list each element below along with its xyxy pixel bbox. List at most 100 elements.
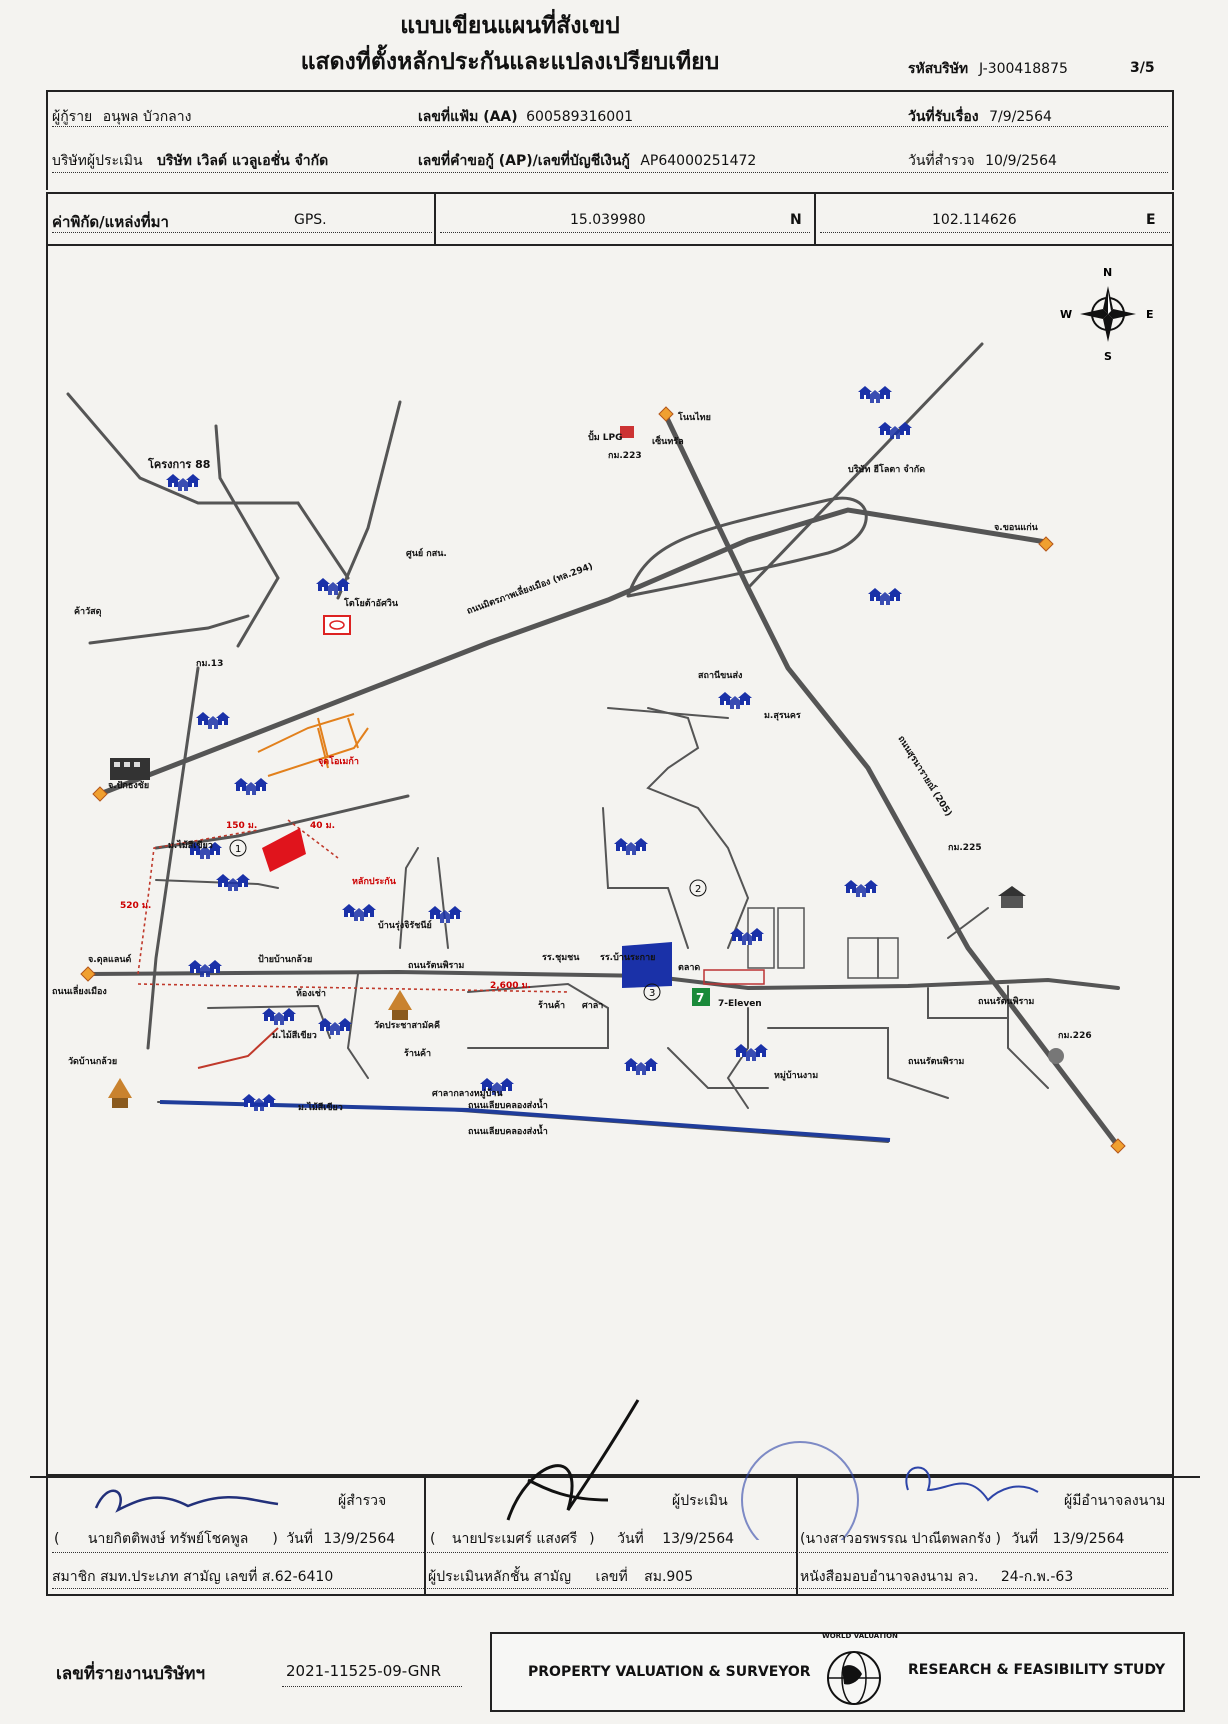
received-label: วันที่รับเรื่อง [908,109,979,125]
road-int-14 [667,1047,769,1089]
coords-line-2 [440,232,810,233]
road-int-5 [467,982,609,1049]
marker-2: 2 [689,879,707,897]
label-office: บริษัท ฮีโลตา จำกัด [848,463,925,475]
interchange-loop [626,496,868,598]
appraiser-name-row: ( นายประเมศร์ แสงศรี) วันที่ 13/9/2564 [430,1531,735,1547]
appraiser-no-label: เลขที่ [595,1569,628,1585]
label-rubber: ม.สุรนคร [764,711,801,721]
borrower-label: ผู้กู้ราย [52,109,93,125]
company-code: รหัสบริษัท J-300418875 [908,58,1068,80]
page-subtitle: แสดงที่ตั้งหลักประกันและแปลงเปรียบเทียบ [300,49,720,75]
label-mbaan-2: ม.ไม้สีเขียว [272,1029,317,1041]
label-wat-ban: วัดบ้านกล้วย [68,1056,117,1067]
label-sala: ศาลา [582,1001,603,1011]
file-no-label: เลขที่แฟ้ม (AA) [418,109,518,125]
compass-e: E [1146,308,1154,321]
road-nw-4 [296,501,350,580]
surveyor-name: นายกิตติพงษ์ ทรัพย์โชคพูล [87,1531,249,1547]
marker-3: 3 [643,983,661,1001]
appraiser-date-label: วันที่ [617,1531,644,1547]
map: N S W E [52,266,1154,1154]
label-sala-village: ศาลากลางหมู่บ้าน [432,1088,503,1099]
loan-label: เลขที่คำขอกู้ (AP)/เลขที่บัญชีเงินกู้ [418,153,630,169]
label-d40: 40 ม. [310,821,335,831]
svg-text:3: 3 [649,988,655,999]
borrower-row: ผู้กู้ราย อนุพล บัวกลาง [52,106,191,128]
label-mall: เซ็นทรัล [652,434,684,447]
label-toilet: ห้องเช่า [296,988,326,999]
authorized-letter-row: หนังสือมอบอำนาจลงนาม ลว. 24-ก.พ.-63 [800,1566,1073,1588]
surveyor-name-row: ( นายกิตติพงษ์ ทรัพย์โชคพูล) วันที่ 13/9… [54,1531,396,1547]
label-lpg: ปั้ม LPG [588,430,623,443]
label-ban-jasanee: บ้านรุ่งจิรัชนีย์ [378,919,432,931]
label-km225: กม.225 [948,843,982,853]
page-title: แบบเขียนแผนที่สังเขป [400,13,620,39]
svg-text:1: 1 [235,844,241,855]
coords-lon: 102.114626 [932,212,1017,228]
road-int-1 [399,847,419,949]
railway-station [703,969,765,985]
label-km13: กม.13 [196,659,223,669]
appraiser-company-row: บริษัทผู้ประเมิน บริษัท เวิลด์ แวลูเอชั่… [52,150,328,172]
road-west-vertical [146,666,200,1050]
label-rattana-2: ถนนรัตนพิราม [978,996,1034,1007]
appraiser-class: ผู้ประเมินหลักชั้น สามัญ [428,1569,572,1585]
sig-divider-2 [796,1476,798,1596]
appraiser-signature [506,1399,640,1521]
coords-source: GPS. [294,212,327,228]
road-lower-2 [155,879,279,889]
label-shop: ร้านค้า [538,1000,565,1011]
gas-station-icon [620,426,634,438]
road-nw-5 [88,614,250,645]
authorized-letter: หนังสือมอบอำนาจลงนาม ลว. [800,1569,979,1585]
label-lotus: ป้ายบ้านกล้วย [258,954,312,965]
label-study-point: จุดโอเมก้า [318,755,359,767]
coords-label: ค่าพิกัด/แหล่งที่มา [52,213,169,231]
compass-s: S [1104,350,1112,363]
sig-line-1 [52,1552,1168,1553]
coords-divider-1 [434,194,436,244]
footer-right-text: RESEARCH & FEASIBILITY STUDY [908,1662,1166,1678]
surveyor-date-label: วันที่ [286,1531,313,1547]
label-collateral: หลักประกัน [352,876,397,887]
received-row: วันที่รับเรื่อง 7/9/2564 [908,106,1052,128]
report-no: 2021-11525-09-GNR [286,1662,442,1680]
company-code-value: J-300418875 [979,61,1068,77]
appraiser-company-value: บริษัท เวิลด์ แวลูเอชั่น จำกัด [157,153,329,169]
road-int-3 [346,973,369,1079]
label-school-sa: รร.ชุมชน [542,953,580,963]
footer-logo-text: WORLD VALUATION [822,1632,898,1640]
label-canal-2: ถนนเลียบคลองส่งน้ำ [468,1124,548,1137]
footer-left-text: PROPERTY VALUATION & SURVEYOR [528,1664,811,1680]
signature-images [94,1399,1039,1540]
authorized-label: ผู้มีอำนาจลงนาม [1064,1493,1166,1509]
appraiser-date: 13/9/2564 [662,1531,735,1547]
label-hospital-station: สถานีขนส่ง [698,670,742,681]
coords-line-1 [52,232,432,233]
label-km223: กม.223 [608,451,642,461]
road-rattana [86,969,1120,991]
label-rattana-1: ถนนรัตนพิราม [408,960,464,971]
road-int-2 [437,857,449,949]
label-d150: 150 ม. [226,821,257,831]
authorized-signature [905,1466,1039,1502]
coords-lat: 15.039980 [570,212,646,228]
sign-icon [1048,1048,1064,1064]
school-icon [998,886,1026,908]
appraiser-company-label: บริษัทผู้ประเมิน [52,153,143,169]
compass-rose-icon [1080,286,1136,342]
road-int-8 [602,807,689,949]
road-int-11 [1007,985,1049,1089]
seven-eleven-icon: 7 [692,988,710,1006]
survey-value: 10/9/2564 [985,153,1057,169]
loan-row: เลขที่คำขอกู้ (AP)/เลขที่บัญชีเงินกู้ AP… [418,150,756,172]
label-shop-2: ร้านค้า [404,1048,431,1059]
sig-divider-1 [424,1476,426,1596]
authorized-name: (นางสาวอรพรรณ ปาณีตพลกรัง ) [800,1531,1002,1547]
compass-n: N [1103,266,1112,279]
file-no-value: 600589316001 [526,109,634,125]
coords-divider-2 [814,194,816,244]
road-diag-ne [746,342,984,590]
label-project88: โครงการ 88 [147,457,210,471]
